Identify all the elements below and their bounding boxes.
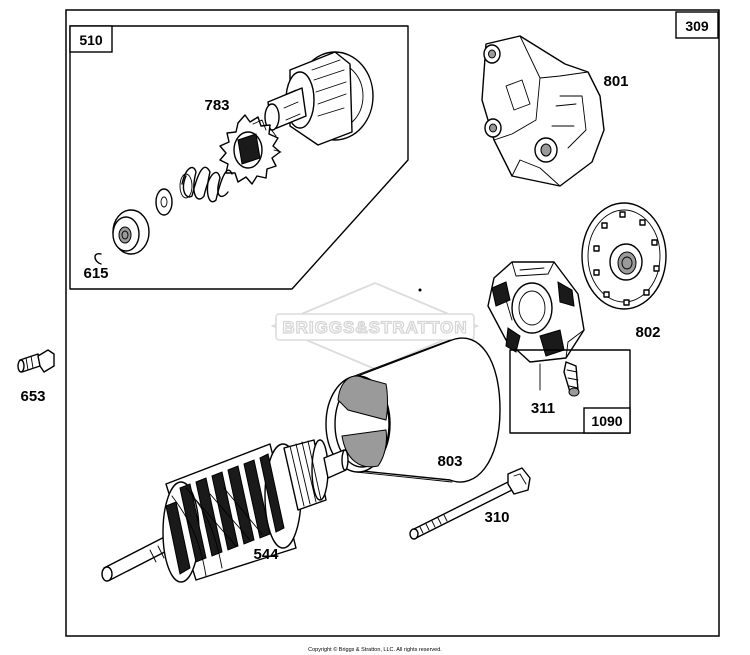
label-box-510 <box>69 25 113 53</box>
label-801: 801 <box>603 73 628 90</box>
briggs-watermark-logo: BRIGGS&STRATTON <box>270 282 480 370</box>
label-310: 310 <box>484 509 509 526</box>
copyright-text: Copyright © Briggs & Stratton, LLC. All … <box>308 646 442 653</box>
anti-drift-spring <box>179 166 233 203</box>
label-510: 510 <box>79 32 103 48</box>
drive-housing <box>264 51 374 146</box>
commutator-end-plate <box>581 202 667 310</box>
label-309: 309 <box>685 18 709 34</box>
label-544: 544 <box>253 546 279 563</box>
label-615: 615 <box>83 265 108 282</box>
label-311: 311 <box>531 400 555 417</box>
drive-end-cap <box>481 35 605 187</box>
retaining-ring <box>94 253 102 265</box>
label-653: 653 <box>20 388 45 405</box>
main-frame <box>65 9 720 637</box>
reference-dot <box>418 288 422 292</box>
motor-frame <box>325 337 501 483</box>
pinion-gear <box>219 114 282 185</box>
armature <box>101 439 349 583</box>
mounting-bolt <box>17 349 55 373</box>
brush-holder <box>487 261 585 397</box>
label-1090: 1090 <box>591 413 622 429</box>
stop-collar <box>112 209 150 255</box>
watermark-text: BRIGGS&STRATTON <box>282 318 467 337</box>
label-box-309 <box>675 11 719 39</box>
inset-panel-510 <box>69 25 409 290</box>
label-803: 803 <box>437 453 462 470</box>
label-783: 783 <box>204 97 229 114</box>
washer <box>155 188 173 216</box>
label-802: 802 <box>635 324 660 341</box>
through-bolt <box>409 467 531 540</box>
label-box-1090 <box>583 407 631 434</box>
